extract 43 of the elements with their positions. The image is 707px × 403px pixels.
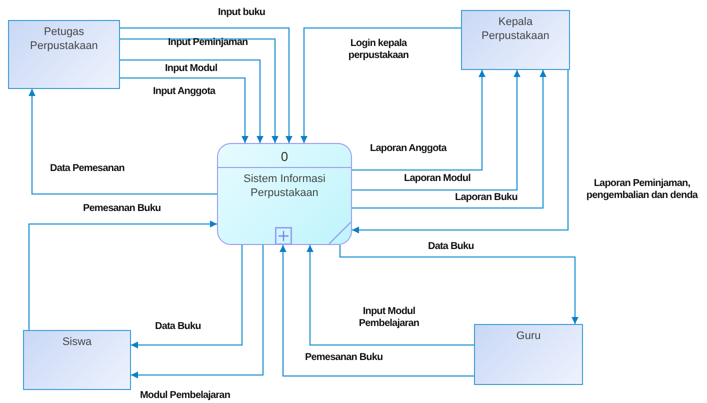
arrow	[352, 70, 546, 209]
process-name: Sistem Informasi Perpustakaan	[242, 172, 326, 200]
edge-label: Input buku	[218, 7, 266, 19]
edge-label: Data Pemesanan	[50, 163, 124, 175]
edge-label: Login kepala perpustakaan	[347, 38, 410, 62]
arrow	[120, 27, 292, 143]
entity-box	[474, 324, 583, 385]
edge-label: Input Modul	[165, 63, 218, 75]
edge-label: Input Modul Pembelajaran	[358, 306, 420, 330]
arrow	[131, 245, 243, 348]
arrow	[131, 245, 264, 378]
entity-box	[461, 10, 570, 70]
arrow	[352, 70, 486, 171]
entity-name: Petugas Perpustakaan	[29, 25, 99, 53]
edge-label: Data Buku	[155, 321, 201, 333]
edge-label: Pemesanan Buku	[83, 203, 161, 215]
arrow	[352, 70, 520, 191]
edge-label: Data Buku	[428, 241, 474, 253]
edge-label: Laporan Anggota	[370, 143, 446, 155]
edge-label: Laporan Buku	[455, 192, 518, 204]
process-box	[217, 143, 352, 245]
arrow	[28, 89, 217, 195]
arrow	[339, 245, 578, 324]
edge-label: Input Anggota	[153, 86, 216, 98]
process-number: 0	[280, 148, 288, 166]
edge-label: Input Peminjaman	[168, 37, 248, 49]
entity-name: Kepala Perpustakaan	[480, 15, 550, 43]
arrow	[120, 59, 264, 143]
edge-label: Laporan Peminjaman, pengembalian dan denda	[585, 178, 699, 202]
arrow	[28, 220, 217, 330]
arrow	[120, 38, 278, 143]
edge-label: Laporan Modul	[404, 173, 470, 185]
entity-name: Siswa	[61, 335, 93, 349]
entity-box	[8, 20, 120, 89]
arrow	[120, 77, 248, 143]
entity-box	[23, 330, 131, 390]
arrow	[306, 245, 474, 346]
edge-label: Pemesanan Buku	[305, 352, 383, 364]
entity-name: Guru	[515, 329, 542, 343]
arrow	[352, 70, 569, 234]
edge-label: Modul Pembelajaran	[140, 390, 230, 402]
arrow	[280, 245, 474, 377]
arrow	[300, 27, 461, 143]
